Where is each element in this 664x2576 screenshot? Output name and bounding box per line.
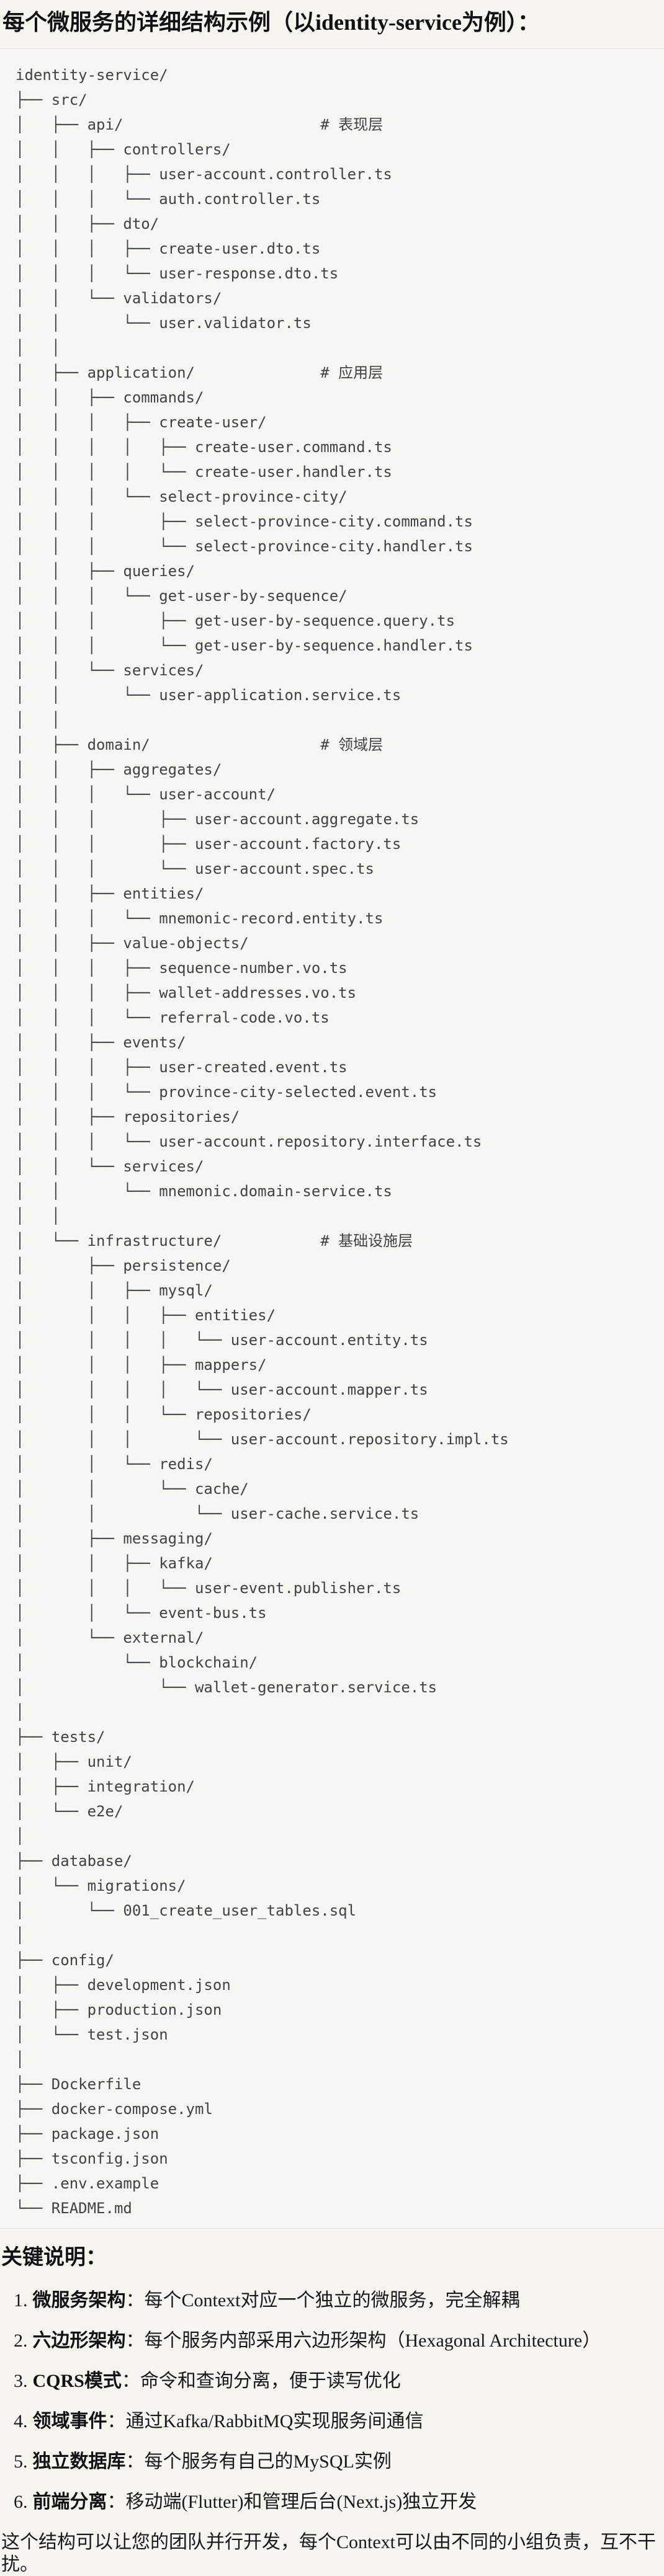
note-label: CQRS模式 <box>32 2371 122 2391</box>
directory-tree: identity-service/ ├── src/ │ ├── api/ # … <box>16 66 509 2217</box>
note-label: 独立数据库 <box>32 2451 126 2472</box>
note-number: 6. <box>14 2492 28 2512</box>
note-text: ：每个服务内部采用六边形架构（Hexagonal Architecture） <box>125 2330 601 2351</box>
note-number: 1. <box>14 2290 28 2311</box>
note-number: 5. <box>14 2451 28 2472</box>
note-label: 领域事件 <box>32 2411 107 2432</box>
code-block: identity-service/ ├── src/ │ ├── api/ # … <box>0 48 664 2229</box>
notes-section: 关键说明： 1.微服务架构：每个Context对应一个独立的微服务，完全解耦 2… <box>0 2245 664 2576</box>
note-text: ：通过Kafka/RabbitMQ实现服务间通信 <box>107 2411 424 2432</box>
note-label: 六边形架构 <box>32 2330 126 2351</box>
note-label: 前端分离 <box>32 2492 107 2512</box>
note-label: 微服务架构 <box>32 2290 126 2311</box>
notes-footer: 这个结构可以让您的团队并行开发，每个Context可以由不同的小组负责，互不干扰… <box>1 2532 656 2575</box>
note-item-microservices: 1.微服务架构：每个Context对应一个独立的微服务，完全解耦 <box>14 2290 664 2311</box>
note-text: ：移动端(Flutter)和管理后台(Next.js)独立开发 <box>107 2492 477 2512</box>
note-text: ：每个Context对应一个独立的微服务，完全解耦 <box>125 2290 520 2311</box>
note-item-hexagonal: 2.六边形架构：每个服务内部采用六边形架构（Hexagonal Architec… <box>14 2330 664 2352</box>
page-title: 每个微服务的详细结构示例（以identity-service为例）： <box>2 10 540 35</box>
note-item-domain-events: 4.领域事件：通过Kafka/RabbitMQ实现服务间通信 <box>14 2410 664 2432</box>
note-number: 2. <box>14 2330 28 2351</box>
notes-heading: 关键说明： <box>1 2246 107 2269</box>
note-text: ：命令和查询分离，便于读写优化 <box>121 2371 401 2391</box>
note-number: 4. <box>14 2411 28 2432</box>
note-item-cqrs: 3.CQRS模式：命令和查询分离，便于读写优化 <box>14 2370 664 2392</box>
note-text: ：每个服务有自己的MySQL实例 <box>125 2451 392 2472</box>
note-item-frontend: 6.前端分离：移动端(Flutter)和管理后台(Next.js)独立开发 <box>14 2491 664 2513</box>
note-item-database: 5.独立数据库：每个服务有自己的MySQL实例 <box>14 2451 664 2472</box>
note-number: 3. <box>14 2371 28 2391</box>
